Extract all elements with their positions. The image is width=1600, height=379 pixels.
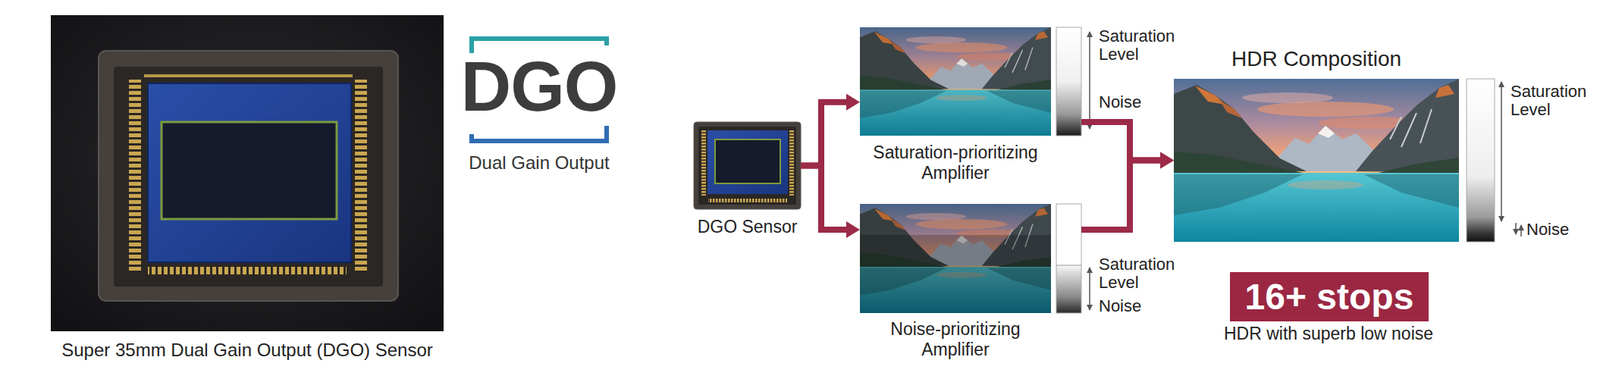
noise-arrow [1520, 225, 1522, 237]
sensor-chip-box: DGO Sensor [693, 122, 801, 210]
gold-pads [147, 266, 347, 275]
saturation-line [1056, 265, 1082, 267]
gold-pads [708, 198, 788, 203]
sensor-photo [50, 15, 444, 332]
badge-subtitle: HDR with superb low noise [1223, 323, 1434, 345]
merge-arrow [1081, 122, 1161, 161]
saturation-label: Saturation Level [1098, 255, 1190, 292]
amplifier-image: Noise-prioritizing Amplifier [859, 203, 1082, 314]
sensor-chip [693, 122, 801, 210]
split-arrow [800, 166, 847, 230]
split-arrow [800, 102, 847, 167]
gold-pads [144, 74, 353, 78]
chip-label: DGO Sensor [697, 216, 798, 237]
logo-frame [471, 125, 607, 142]
level-bar [1056, 203, 1082, 314]
logo-subtitle: Dual Gain Output [468, 152, 609, 174]
amplifier-caption: Saturation-prioritizing Amplifier [859, 142, 1051, 184]
noise-arrow [1515, 222, 1517, 235]
logo-text: DGO [461, 51, 619, 122]
sensor-package [98, 50, 399, 302]
landscape-photo [859, 27, 1051, 136]
range-arrow [1088, 31, 1091, 129]
level-bar [1466, 78, 1495, 242]
exposure-shade [859, 235, 1051, 314]
amplifier-image: Saturation-prioritizing Amplifier [859, 27, 1082, 136]
stops-badge: 16+ stops [1229, 272, 1429, 322]
active-area [715, 139, 781, 184]
chip-die [707, 130, 788, 195]
hdr-image: HDR Composition [1173, 78, 1459, 242]
exposure-shade [859, 27, 1051, 136]
saturation-label: Saturation Level [1510, 82, 1594, 120]
level-bar [1056, 27, 1082, 136]
active-area [161, 122, 337, 220]
amplifier-caption: Noise-prioritizing Amplifier [859, 319, 1051, 361]
exposure-shade [859, 203, 1051, 236]
gold-pads [128, 79, 142, 273]
hdr-heading: HDR Composition [1231, 47, 1402, 72]
noise-label: Noise [1098, 297, 1142, 316]
noise-label: Noise [1526, 220, 1569, 239]
range-arrow [1088, 267, 1091, 311]
noise-label: Noise [1098, 93, 1142, 112]
logo-box: DGO Dual Gain Output [451, 30, 627, 179]
chip-package [693, 122, 801, 210]
range-arrow [1500, 81, 1503, 222]
sensor-die [147, 83, 352, 263]
package-recess [113, 66, 383, 287]
gold-pads [789, 130, 794, 196]
saturation-label: Saturation Level [1098, 27, 1190, 64]
sensor-photo-box: Super 35mm Dual Gain Output (DGO) Sensor [50, 15, 444, 332]
chip-recess [698, 126, 797, 205]
gold-pads [354, 79, 368, 273]
landscape-photo [859, 203, 1051, 314]
gold-pads [701, 130, 706, 196]
landscape-photo [1173, 78, 1459, 242]
badge-text: 16+ stops [1245, 276, 1415, 317]
photo-ground [50, 15, 444, 332]
merge-arrow [1081, 160, 1161, 230]
sensor-caption: Super 35mm Dual Gain Output (DGO) Sensor [61, 339, 433, 361]
